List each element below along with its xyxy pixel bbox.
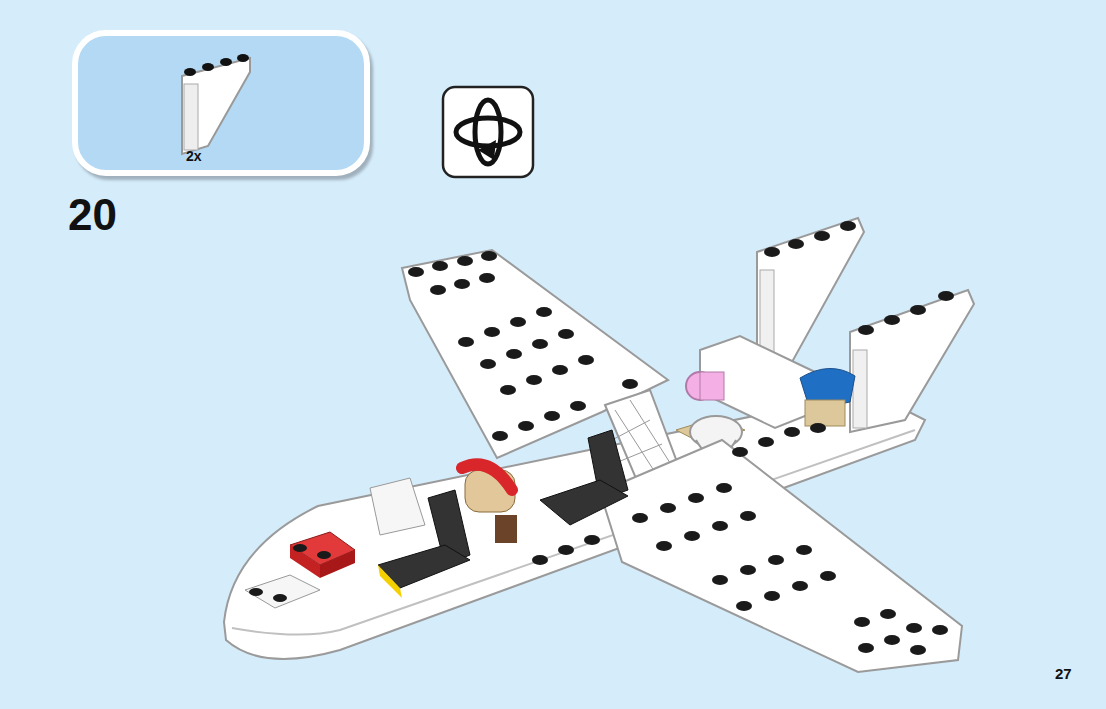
part-brick [78,36,364,170]
studs [249,221,954,655]
page-number: 27 [1055,665,1072,682]
part-quantity: 2x [186,148,202,164]
parts-callout: 2x [72,30,370,176]
rotate-icon [443,87,533,177]
step-number: 20 [68,190,117,240]
